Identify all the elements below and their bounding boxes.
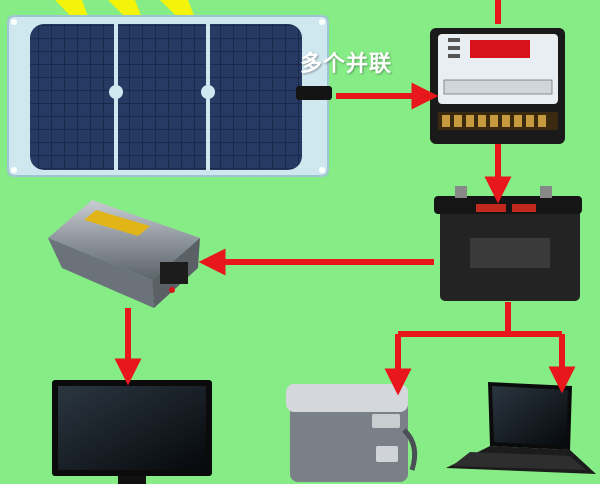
charge-controller-icon [430,28,565,144]
laptop-icon [446,382,596,474]
inverter-icon [48,200,200,308]
solar-panel-icon [7,15,332,177]
parallel-caption: 多个并联 [300,52,393,77]
television-icon [52,380,212,484]
arrows [114,0,576,396]
battery-icon [434,186,582,301]
cooler-box-icon [286,384,418,482]
